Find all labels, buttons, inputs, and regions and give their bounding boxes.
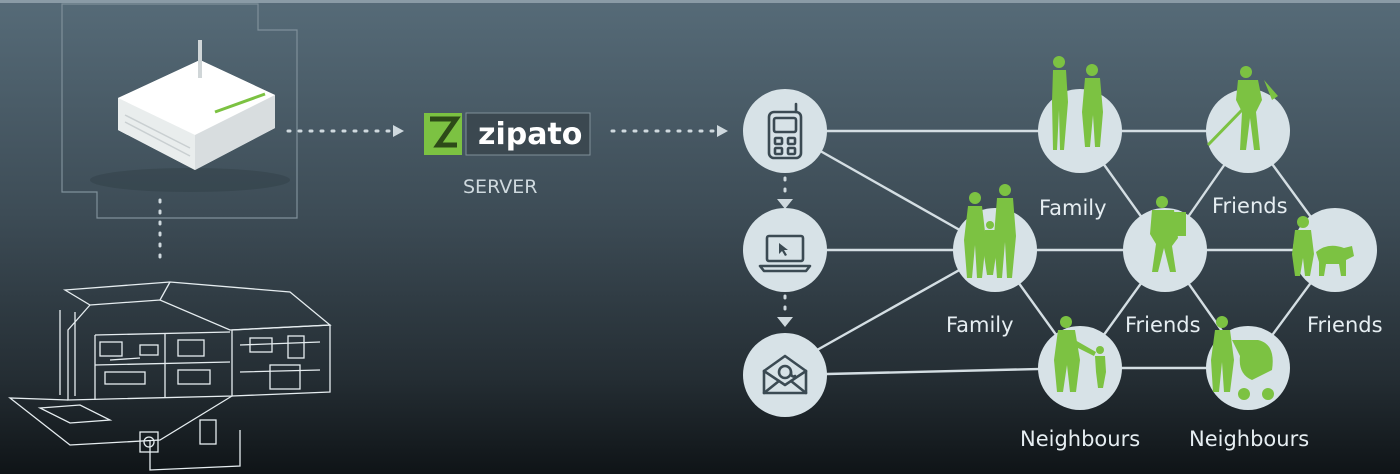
smart-home-illustration — [8, 281, 332, 471]
hiker-icon — [1150, 196, 1186, 272]
channel-phone — [743, 89, 827, 173]
zipato-logo: zipato SERVER — [424, 112, 591, 198]
node-family-top — [1038, 56, 1122, 173]
laptop-icon — [758, 234, 812, 273]
email-icon — [762, 354, 808, 395]
label-family-mid: Family — [946, 313, 1014, 337]
label-neighbours-right: Neighbours — [1189, 427, 1309, 451]
label-family-top: Family — [1039, 196, 1107, 220]
stroller-icon — [1211, 316, 1274, 400]
mobile-phone-icon — [767, 102, 803, 160]
parent-child-icon — [1054, 316, 1106, 392]
node-friends-mid — [1123, 196, 1207, 292]
node-friends-top — [1206, 66, 1290, 173]
person-with-dogs-icon — [1292, 216, 1354, 276]
label-friends-top: Friends — [1212, 194, 1288, 218]
node-neighbours-right — [1206, 316, 1290, 410]
golfer-icon — [1206, 66, 1278, 150]
node-friends-right — [1292, 208, 1377, 292]
top-border — [0, 0, 1400, 3]
gateway-device — [61, 3, 298, 219]
node-family-mid — [953, 184, 1037, 292]
server-label: SERVER — [463, 176, 537, 198]
channel-email — [743, 333, 827, 417]
node-neighbours-left — [1038, 316, 1122, 410]
family-walking-icon — [964, 184, 1016, 278]
channel-laptop — [743, 208, 827, 292]
label-friends-right: Friends — [1307, 313, 1383, 337]
label-neighbours-left: Neighbours — [1020, 427, 1140, 451]
couple-icon — [1052, 56, 1103, 150]
logo-text: zipato — [478, 117, 582, 152]
label-friends-mid: Friends — [1125, 313, 1201, 337]
